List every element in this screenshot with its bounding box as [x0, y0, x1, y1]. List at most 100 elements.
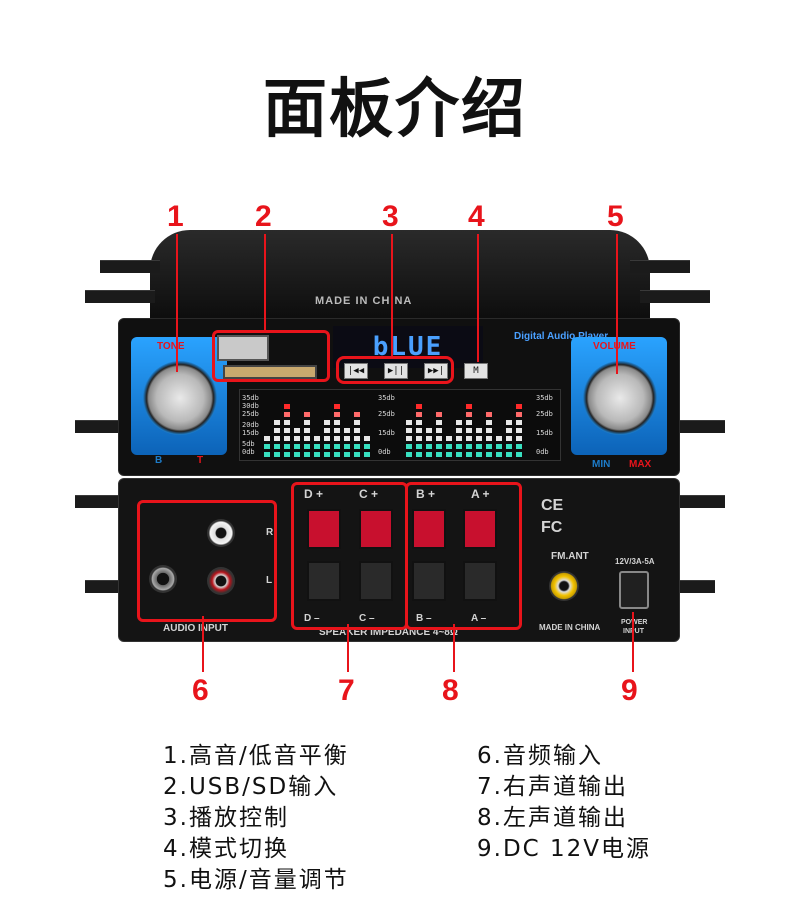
callout-7: 7	[338, 674, 355, 707]
play-pause-button[interactable]: ▶||	[384, 363, 408, 379]
eq-led-segment	[364, 444, 370, 449]
callout-line-5	[616, 234, 618, 374]
callout-line-8	[453, 624, 455, 672]
eq-led-segment	[324, 444, 330, 449]
eq-meter: 35db 30db 25db 20db 15db 5db 0db 35db 25…	[239, 389, 561, 461]
eq-led-segment	[314, 444, 320, 449]
eq-led-segment	[294, 444, 300, 449]
eq-led-segment	[516, 412, 522, 417]
eq-led-segment	[406, 420, 412, 425]
eq-led-segment	[446, 452, 452, 457]
eq-led-segment	[304, 436, 310, 441]
callout-line-2	[264, 234, 266, 330]
eq-led-segment	[496, 444, 502, 449]
eq-led-segment	[416, 452, 422, 457]
eq-led-segment	[486, 428, 492, 433]
rca-white-jack[interactable]	[207, 519, 235, 547]
terminal-label-a-minus: A –	[471, 613, 487, 624]
fm-antenna-jack[interactable]	[549, 571, 579, 601]
eq-led-segment	[466, 420, 472, 425]
eq-led-segment	[284, 428, 290, 433]
next-button[interactable]: ▶▶|	[424, 363, 448, 379]
audio-input-label: AUDIO INPUT	[163, 623, 228, 634]
device-front-panel: TONE B T bLUE Digital Audio Player |◀◀ ▶…	[118, 318, 680, 476]
eq-scale-label: 35db	[378, 394, 395, 402]
heat-sink-fin	[630, 260, 690, 273]
terminal-label-d-plus: D +	[304, 487, 324, 501]
terminal-label-c-plus: C +	[359, 487, 379, 501]
heat-sink-fin	[675, 420, 725, 433]
callout-9: 9	[621, 674, 638, 707]
eq-led-segment	[274, 444, 280, 449]
eq-led-segment	[354, 436, 360, 441]
eq-scale-label: 15db	[536, 429, 553, 437]
sd-card-slot[interactable]	[223, 365, 317, 379]
speaker-terminal-a-minus[interactable]	[463, 561, 497, 601]
callout-line-1	[176, 234, 178, 372]
eq-led-segment	[516, 420, 522, 425]
eq-led-segment	[486, 412, 492, 417]
eq-led-segment	[264, 436, 270, 441]
highlight-usb-sd	[212, 330, 330, 382]
speaker-terminal-b-plus[interactable]	[412, 509, 446, 549]
eq-led-segment	[416, 428, 422, 433]
speaker-terminal-c-minus[interactable]	[359, 561, 393, 601]
dc-spec-label: 12V/3A-5A	[615, 557, 655, 566]
eq-led-segment	[314, 436, 320, 441]
usb-port[interactable]	[217, 335, 269, 361]
eq-led-segment	[324, 436, 330, 441]
callout-3: 3	[382, 200, 399, 233]
eq-led-segment	[486, 420, 492, 425]
eq-led-segment	[486, 444, 492, 449]
eq-scale-label: 20db	[242, 421, 259, 429]
dc-power-jack[interactable]	[619, 571, 649, 609]
eq-led-segment	[426, 452, 432, 457]
eq-led-segment	[284, 412, 290, 417]
eq-led-segment	[496, 452, 502, 457]
eq-led-segment	[406, 436, 412, 441]
page-title: 面板介绍	[263, 73, 527, 147]
eq-led-segment	[466, 428, 472, 433]
legend-item: 2.USB/SD输入	[163, 774, 339, 800]
eq-scale-label: 0db	[242, 448, 255, 456]
eq-scale-label: 25db	[378, 410, 395, 418]
eq-led-segment	[264, 452, 270, 457]
brand-text: Digital Audio Player	[514, 331, 609, 342]
prev-button[interactable]: |◀◀	[344, 363, 368, 379]
eq-led-segment	[304, 444, 310, 449]
eq-led-segment	[456, 428, 462, 433]
eq-led-segment	[416, 404, 422, 409]
eq-scale-label: 30db	[242, 402, 259, 410]
aux-3-5mm-jack[interactable]	[149, 565, 177, 593]
speaker-terminal-d-minus[interactable]	[307, 561, 341, 601]
tone-knob[interactable]	[143, 361, 217, 435]
mode-button[interactable]: M	[464, 363, 488, 379]
speaker-terminal-c-plus[interactable]	[359, 509, 393, 549]
eq-led-segment	[334, 404, 340, 409]
heat-sink-fin	[100, 260, 160, 273]
legend-item: 1.高音/低音平衡	[163, 743, 349, 769]
eq-scale-label: 35db	[242, 394, 259, 402]
rca-red-jack[interactable]	[207, 567, 235, 595]
highlight-left-channel	[405, 482, 522, 630]
speaker-terminal-b-minus[interactable]	[412, 561, 446, 601]
speaker-terminal-a-plus[interactable]	[463, 509, 497, 549]
volume-knob[interactable]	[583, 361, 657, 435]
eq-led-segment	[416, 436, 422, 441]
eq-led-segment	[334, 444, 340, 449]
ce-mark: CE	[541, 497, 564, 514]
eq-led-segment	[344, 436, 350, 441]
eq-led-segment	[436, 420, 442, 425]
eq-led-segment	[456, 420, 462, 425]
eq-led-segment	[516, 404, 522, 409]
heat-sink-fin	[75, 495, 130, 508]
eq-scale-label: 15db	[242, 429, 259, 437]
terminal-label-a-plus: A +	[471, 487, 490, 501]
speaker-terminal-d-plus[interactable]	[307, 509, 341, 549]
eq-led-segment	[274, 452, 280, 457]
volume-min-label: MIN	[592, 459, 611, 470]
heat-sink-fin	[670, 495, 725, 508]
eq-led-segment	[476, 428, 482, 433]
eq-led-segment	[274, 420, 280, 425]
callout-line-7	[347, 624, 349, 672]
